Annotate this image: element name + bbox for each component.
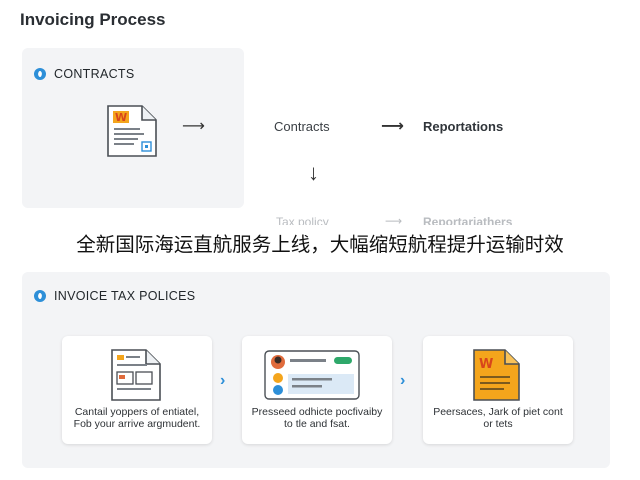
contracts-heading: CONTRACTS bbox=[54, 67, 135, 81]
word-document-icon: W bbox=[473, 349, 520, 401]
svg-text:W: W bbox=[479, 357, 493, 372]
flow-node-contracts: Contracts bbox=[274, 119, 330, 134]
form-document-icon bbox=[111, 349, 161, 401]
chevron-right-icon: › bbox=[220, 372, 226, 389]
pencil-icon bbox=[34, 68, 46, 80]
pencil-icon bbox=[34, 290, 46, 302]
chevron-right-icon: › bbox=[400, 372, 406, 389]
flow-arrow-right: ⟶ bbox=[381, 118, 404, 135]
contract-document-icon: W bbox=[107, 105, 157, 157]
card-description: Peersaces, Jark of piet cont or tets bbox=[433, 406, 563, 430]
overlay-caption: 全新国际海运直航服务上线，大幅缩短航程提升运输时效 bbox=[0, 225, 640, 259]
contracts-section-header: CONTRACTS bbox=[34, 67, 134, 81]
flow-arrow-right: ⟶ bbox=[182, 118, 205, 135]
invoice-card-3: W Peersaces, Jark of piet cont or tets bbox=[423, 336, 573, 444]
invoice-section-header: INVOICE TAX POLICES bbox=[34, 289, 195, 303]
flow-arrow-down: ↓ bbox=[308, 160, 319, 185]
card-description: Presseed odhicte pocfivaiby to tle and f… bbox=[251, 406, 383, 430]
flow-arrow-faded: ⟶ bbox=[385, 214, 403, 228]
page-title: Invoicing Process bbox=[20, 10, 166, 29]
flow-node-reportations: Reportations bbox=[423, 119, 504, 134]
invoice-heading: INVOICE TAX POLICES bbox=[54, 289, 196, 303]
svg-text:W: W bbox=[115, 111, 127, 124]
invoice-card-2: Presseed odhicte pocfivaiby to tle and f… bbox=[242, 336, 392, 444]
profile-card-icon bbox=[264, 350, 360, 400]
card-description: Cantail yoppers of entiatel, Fob your ar… bbox=[73, 406, 201, 430]
invoice-card-1: Cantail yoppers of entiatel, Fob your ar… bbox=[62, 336, 212, 444]
